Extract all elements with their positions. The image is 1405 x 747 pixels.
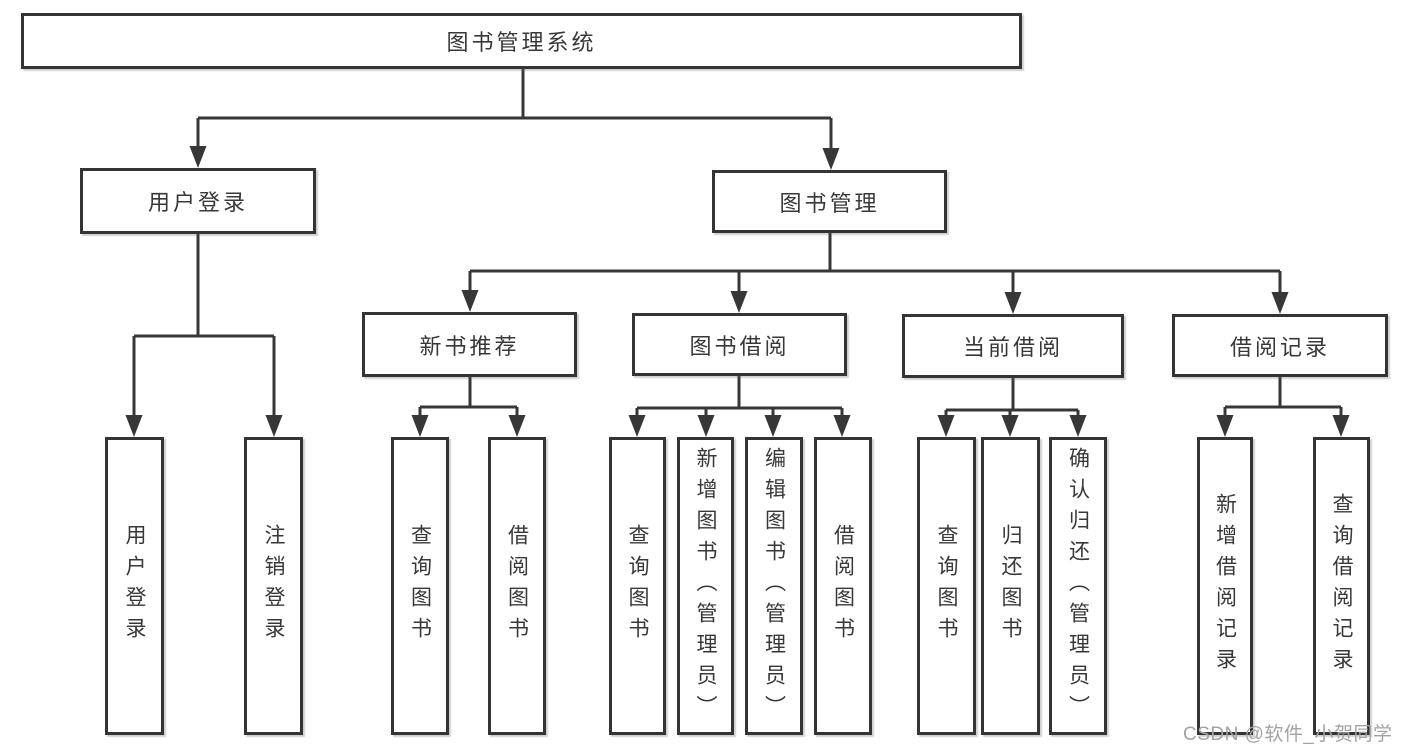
arrow-to-leaf-query-book-3 <box>937 415 955 437</box>
node-user-login: 用户登录 <box>80 168 316 234</box>
arrow-to-leaf-logout <box>265 415 283 437</box>
arrow-to-new-book-rec <box>461 290 479 312</box>
node-new-book-rec-label: 新书推荐 <box>419 333 520 359</box>
node-leaf-user-login: 用户登录 <box>105 437 164 735</box>
arrow-to-leaf-query-record <box>1332 415 1350 437</box>
arrow-to-book-mgmt <box>822 148 840 170</box>
node-leaf-query-book-2-label: 查询图书 <box>626 524 649 648</box>
connector-current-borrow-children <box>937 378 1087 437</box>
arrow-to-leaf-query-book-1 <box>411 415 429 437</box>
node-current-borrow: 当前借阅 <box>902 314 1124 378</box>
arrow-to-leaf-borrow-book-1 <box>508 415 526 437</box>
csdn-watermark: CSDN @软件_小贺同学 <box>1183 724 1393 745</box>
node-leaf-edit-book-label: 编辑图书（管理员） <box>762 446 786 726</box>
node-leaf-user-login-label: 用户登录 <box>123 524 146 648</box>
arrow-to-borrow-record <box>1271 292 1289 314</box>
node-leaf-query-record-label: 查询借阅记录 <box>1330 493 1353 679</box>
node-leaf-logout: 注销登录 <box>244 437 303 735</box>
node-leaf-add-record: 新增借阅记录 <box>1197 437 1253 735</box>
connector-new-book-rec-children <box>411 377 526 437</box>
node-borrow-record-label: 借阅记录 <box>1229 334 1330 360</box>
node-user-login-label: 用户登录 <box>147 190 248 215</box>
node-leaf-return-book: 归还图书 <box>981 437 1040 735</box>
arrow-to-leaf-add-book <box>697 415 715 437</box>
arrow-to-current-borrow <box>1004 292 1022 314</box>
node-leaf-query-book-2: 查询图书 <box>609 437 666 735</box>
arrow-to-leaf-borrow-book-2 <box>833 415 851 437</box>
connector-user-login-children <box>125 234 283 437</box>
node-borrow-record: 借阅记录 <box>1172 314 1388 377</box>
node-leaf-add-book-label: 新增图书（管理员） <box>694 446 717 726</box>
node-book-mgmt-label: 图书管理 <box>779 190 880 216</box>
node-leaf-query-book-1-label: 查询图书 <box>408 524 432 648</box>
connector-book-mgmt-children <box>461 233 1289 314</box>
arrow-to-leaf-query-book-2 <box>628 415 646 437</box>
node-leaf-confirm-return-label: 确认归还（管理员） <box>1066 446 1090 726</box>
arrow-to-leaf-add-record <box>1216 415 1234 437</box>
connector-book-borrow-children <box>628 376 851 437</box>
node-book-borrow: 图书借阅 <box>632 313 847 376</box>
node-leaf-borrow-book-2-label: 借阅图书 <box>831 524 855 648</box>
arrow-to-book-borrow <box>730 291 748 313</box>
node-leaf-borrow-book-1-label: 借阅图书 <box>505 524 529 648</box>
arrow-to-leaf-edit-book <box>764 415 782 437</box>
connector-borrow-record-children <box>1216 377 1350 437</box>
arrow-to-leaf-user-login <box>125 415 143 437</box>
connector-root-to-level2 <box>189 69 840 170</box>
node-leaf-borrow-book-2: 借阅图书 <box>814 437 872 735</box>
node-leaf-borrow-book-1: 借阅图书 <box>488 437 546 735</box>
node-new-book-rec: 新书推荐 <box>362 312 577 377</box>
arrow-to-leaf-return-book <box>1001 415 1019 437</box>
node-leaf-query-record: 查询借阅记录 <box>1313 437 1370 735</box>
node-leaf-query-book-1: 查询图书 <box>391 437 449 735</box>
node-leaf-logout-label: 注销登录 <box>262 524 285 648</box>
node-leaf-return-book-label: 归还图书 <box>999 524 1022 648</box>
node-leaf-confirm-return: 确认归还（管理员） <box>1049 437 1107 735</box>
node-book-mgmt: 图书管理 <box>712 170 947 233</box>
node-current-borrow-label: 当前借阅 <box>962 335 1063 360</box>
node-leaf-add-book: 新增图书（管理员） <box>677 437 734 735</box>
node-leaf-edit-book: 编辑图书（管理员） <box>745 437 803 735</box>
arrow-to-leaf-confirm-return <box>1069 415 1087 437</box>
node-leaf-query-book-3: 查询图书 <box>917 437 976 735</box>
node-root: 图书管理系统 <box>21 13 1022 69</box>
node-book-borrow-label: 图书借阅 <box>689 333 790 359</box>
arrow-to-user-login <box>189 146 207 168</box>
node-leaf-query-book-3-label: 查询图书 <box>935 524 958 648</box>
node-root-label: 图书管理系统 <box>446 30 597 55</box>
node-leaf-add-record-label: 新增借阅记录 <box>1213 493 1237 679</box>
